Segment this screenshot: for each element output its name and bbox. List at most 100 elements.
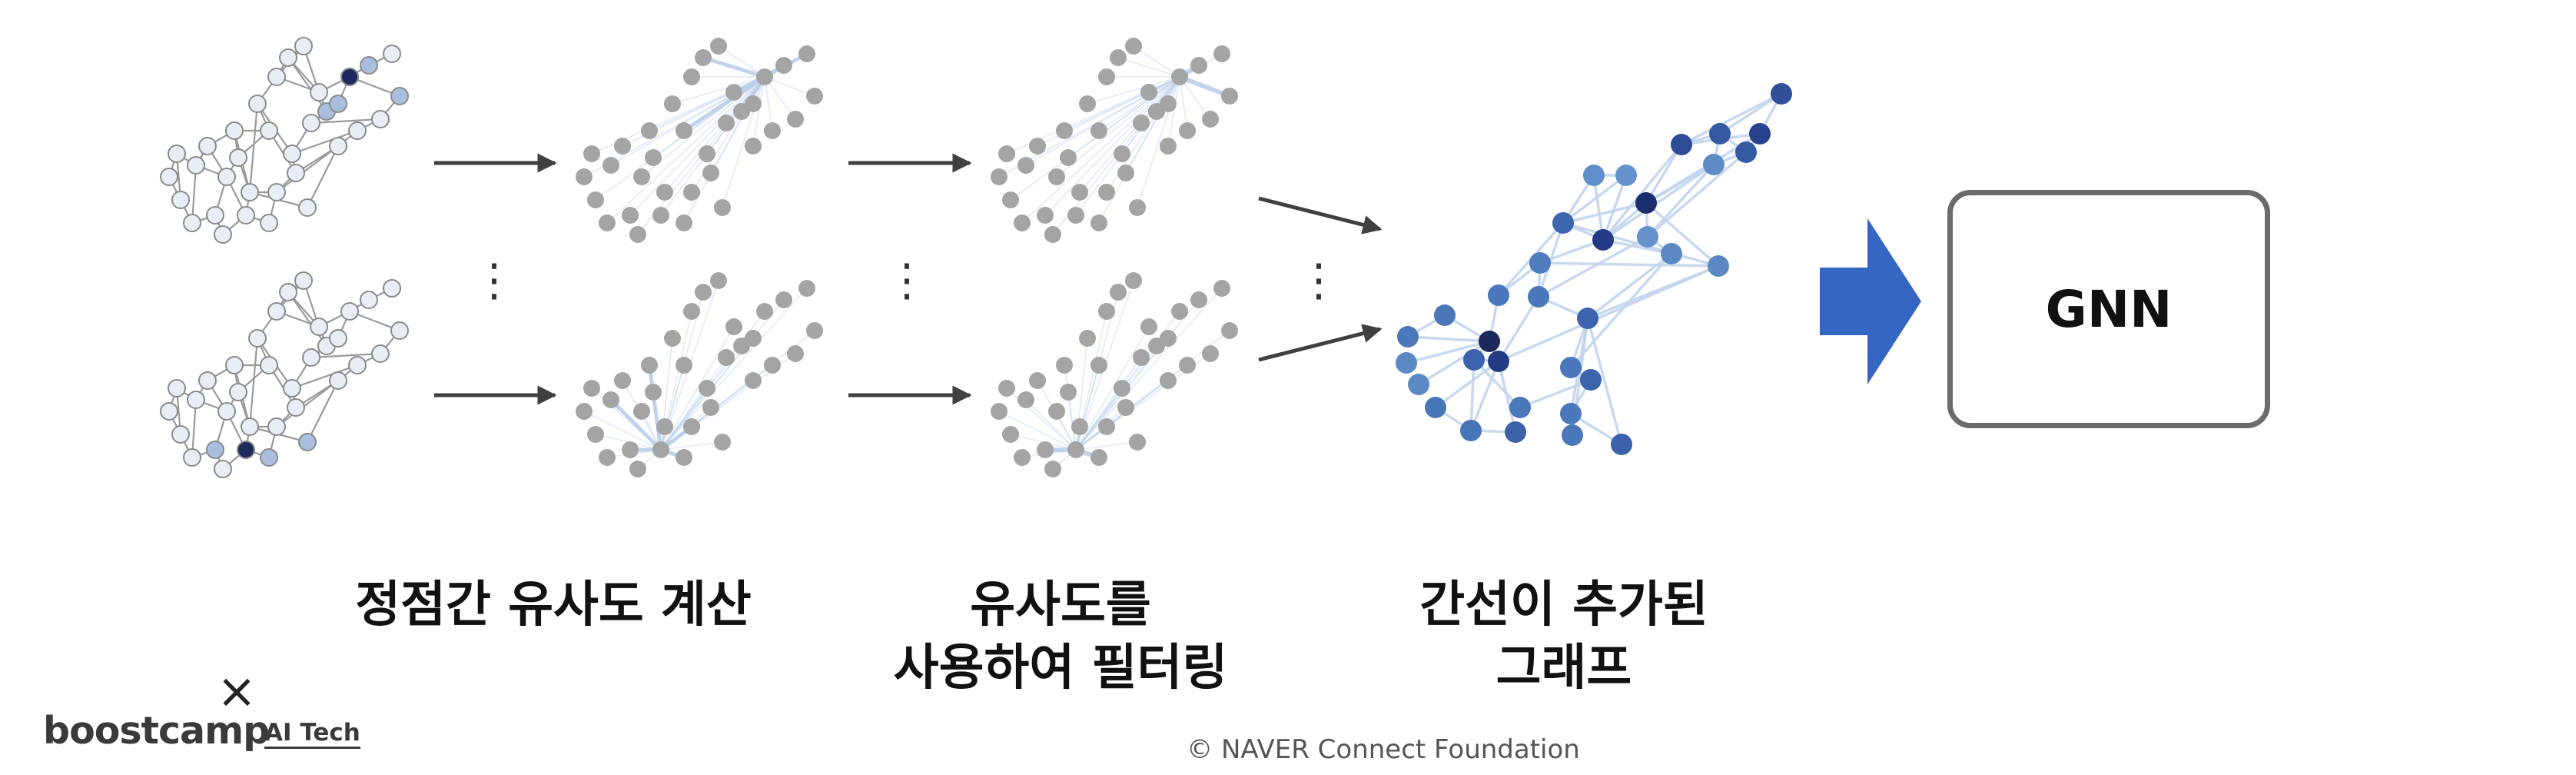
augmented-node — [1460, 420, 1482, 441]
gray-node — [714, 199, 731, 216]
gray-node — [1067, 441, 1084, 458]
input-node — [241, 183, 259, 201]
gray-node — [1014, 215, 1031, 231]
similarity-edge — [764, 76, 773, 131]
gray-node — [599, 449, 616, 466]
augmented-edge — [1645, 144, 1683, 204]
similarity-graph-top-filtered — [991, 38, 1238, 243]
gray-node — [676, 449, 692, 466]
gray-node — [1213, 45, 1230, 62]
similarity-edge — [1179, 76, 1188, 131]
gray-node — [683, 303, 700, 320]
similarity-edge — [1025, 399, 1077, 451]
input-edge — [287, 57, 327, 112]
similarity-edge — [1075, 364, 1100, 451]
augmented-node — [1463, 349, 1485, 371]
input-node — [168, 145, 186, 163]
gray-node — [991, 168, 1007, 185]
gray-node — [1071, 418, 1088, 435]
gray-node — [633, 168, 650, 185]
input-node — [310, 318, 328, 336]
gray-node — [1060, 149, 1077, 166]
gray-node — [641, 122, 658, 139]
edge-augmented-graph — [1396, 83, 1792, 455]
input-node — [217, 168, 236, 186]
input-node — [260, 448, 278, 467]
augmented-edge — [1681, 92, 1782, 146]
similarity-edge — [1075, 441, 1138, 451]
gray-node — [676, 122, 692, 139]
gray-node — [683, 184, 700, 201]
gray-node — [798, 280, 815, 297]
augmented-edge — [1407, 335, 1490, 343]
strong-similarity-edge — [647, 364, 663, 451]
gray-node — [614, 138, 631, 155]
gray-node — [622, 441, 639, 458]
similarity-edge — [583, 411, 662, 451]
input-node — [225, 356, 244, 374]
augmented-edge — [1537, 222, 1565, 298]
augmented-node — [1434, 304, 1456, 326]
gray-node — [1037, 441, 1054, 458]
gray-node — [1090, 357, 1107, 374]
gray-node — [1133, 115, 1150, 131]
input-node — [248, 329, 267, 348]
augmented-node — [1592, 229, 1614, 251]
augmented-node — [1396, 352, 1417, 374]
input-edge — [291, 129, 358, 155]
input-node — [237, 206, 255, 225]
input-node — [206, 206, 224, 225]
augmented-node — [1552, 212, 1574, 234]
gray-node — [603, 391, 619, 408]
gray-node — [1114, 380, 1130, 397]
gray-node — [1056, 357, 1073, 374]
gray-node — [652, 207, 669, 224]
gray-node — [664, 95, 681, 112]
augmented-node — [1560, 357, 1582, 378]
input-node — [340, 302, 359, 321]
augmented-node — [1397, 326, 1419, 348]
augmented-node — [1425, 397, 1446, 418]
augmented-node — [1577, 308, 1598, 329]
augmented-node — [1637, 226, 1658, 248]
input-edge — [276, 380, 339, 427]
augmented-node — [1771, 83, 1792, 105]
gray-node — [1117, 399, 1134, 416]
gray-node — [710, 38, 727, 55]
gray-node — [645, 149, 662, 166]
augmented-edge — [1646, 163, 1715, 238]
input-edge — [291, 364, 358, 390]
gray-node — [756, 303, 773, 320]
gray-node — [1117, 165, 1134, 181]
gray-node — [1140, 84, 1157, 101]
augmented-node — [1479, 331, 1500, 352]
input-node — [198, 371, 217, 390]
input-node — [214, 460, 232, 478]
input-node — [160, 402, 178, 421]
gray-node — [745, 372, 762, 389]
gray-node — [695, 284, 712, 301]
gray-node — [1048, 403, 1065, 420]
gray-node — [764, 357, 781, 374]
input-node — [217, 402, 236, 421]
input-node — [241, 417, 259, 436]
input-node — [371, 110, 390, 128]
similarity-edge — [629, 76, 765, 216]
gray-node — [725, 318, 742, 335]
gray-node — [1129, 199, 1146, 216]
input-edge — [307, 145, 339, 208]
similarity-edge — [1167, 76, 1180, 147]
gray-node — [683, 68, 700, 85]
augmented-edge — [1469, 361, 1500, 431]
input-node — [171, 191, 190, 209]
logo-cross: × — [217, 663, 257, 719]
caption-filter-by-similarity: 유사도를 사용하여 필터링 — [893, 577, 1228, 697]
input-node — [348, 356, 367, 374]
augmented-node — [1703, 154, 1725, 175]
gray-node — [587, 426, 604, 443]
gray-node — [714, 434, 731, 451]
ellipsis-2: ⋮ — [885, 254, 929, 306]
input-node — [360, 291, 378, 309]
input-node — [360, 56, 378, 75]
input-node — [168, 379, 186, 397]
